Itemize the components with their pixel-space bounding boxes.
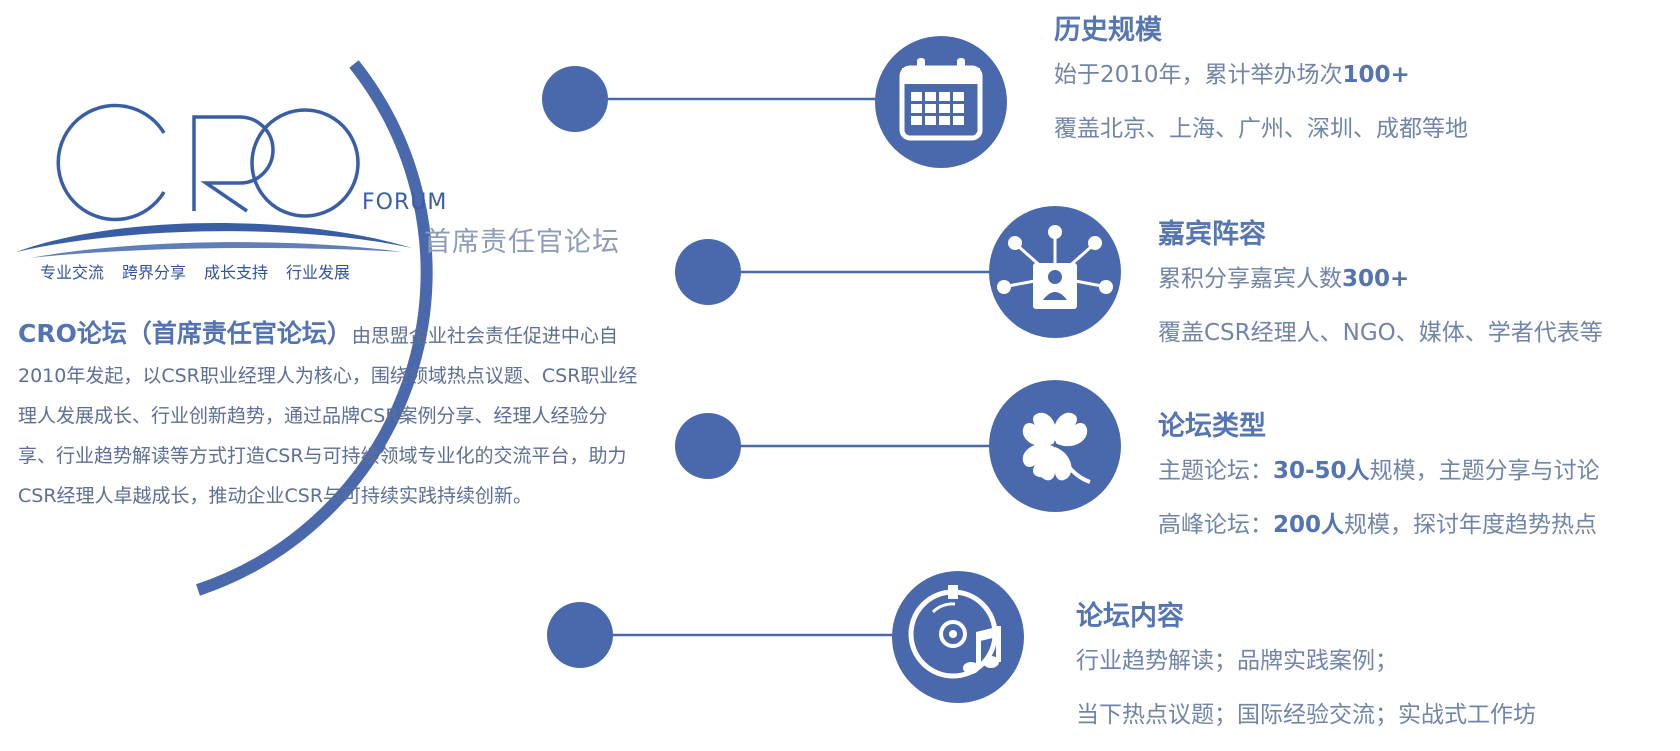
- intro-lead: CRO论坛（首席责任官论坛）: [18, 319, 352, 348]
- logo-forum-text: FORUM: [362, 190, 448, 215]
- network-person-icon: [989, 206, 1121, 338]
- arc-node-4: [547, 602, 613, 668]
- logo-letter-r: [192, 115, 275, 213]
- section-line-2: 覆盖北京、上海、广州、深圳、成都等地: [1054, 116, 1468, 142]
- section-history: 历史规模 始于2010年，累计举办场次100+ 覆盖北京、上海、广州、深圳、成都…: [1054, 14, 1468, 156]
- section-line-1: 行业趋势解读；品牌实践案例；: [1076, 648, 1398, 674]
- calendar-icon: [875, 36, 1007, 168]
- section-content: 论坛内容 行业趋势解读；品牌实践案例； 当下热点议题；国际经验交流；实战式工作坊: [1076, 600, 1536, 742]
- logo-letter-o: [250, 108, 360, 218]
- logo-letter-c: [56, 103, 166, 222]
- logo-chinese-name: 首席责任官论坛: [424, 227, 620, 258]
- clover-icon: [989, 380, 1121, 512]
- section-line-1: 累积分享嘉宾人数300+: [1158, 266, 1410, 292]
- logo-swoosh: [16, 222, 412, 258]
- section-title: 历史规模: [1054, 15, 1162, 46]
- section-types: 论坛类型 主题论坛：30-50人规模，主题分享与讨论 高峰论坛：200人规模，探…: [1158, 410, 1600, 552]
- section-line-2: 当下热点议题；国际经验交流；实战式工作坊: [1076, 702, 1536, 728]
- arc-node-1: [542, 66, 608, 132]
- section-line-2: 覆盖CSR经理人、NGO、媒体、学者代表等: [1158, 320, 1603, 346]
- logo-taglines: 专业交流 跨界分享 成长支持 行业发展: [40, 259, 400, 283]
- tagline-item: 成长支持: [204, 263, 269, 282]
- section-title: 嘉宾阵容: [1158, 219, 1266, 250]
- tagline-item: 跨界分享: [122, 263, 187, 282]
- tagline-item: 行业发展: [286, 263, 351, 282]
- arc-node-3: [675, 413, 741, 479]
- section-title: 论坛类型: [1158, 411, 1266, 442]
- section-guests: 嘉宾阵容 累积分享嘉宾人数300+ 覆盖CSR经理人、NGO、媒体、学者代表等: [1158, 218, 1603, 360]
- section-line-2: 高峰论坛：200人规模，探讨年度趋势热点: [1158, 512, 1598, 538]
- section-line-1: 始于2010年，累计举办场次100+: [1054, 62, 1410, 88]
- disc-music-icon: [892, 571, 1024, 703]
- intro-body: 由思盟企业社会责任促进中心自2010年发起，以CSR职业经理人为核心，围绕领域热…: [18, 325, 638, 507]
- section-line-1: 主题论坛：30-50人规模，主题分享与讨论: [1158, 458, 1600, 484]
- main-arc: [196, 60, 433, 596]
- section-title: 论坛内容: [1076, 601, 1184, 632]
- arc-node-2: [675, 239, 741, 305]
- tagline-item: 专业交流: [40, 263, 105, 282]
- intro-paragraph: CRO论坛（首席责任官论坛）由思盟企业社会责任促进中心自2010年发起，以CSR…: [18, 314, 638, 516]
- cro-logo: [56, 103, 360, 222]
